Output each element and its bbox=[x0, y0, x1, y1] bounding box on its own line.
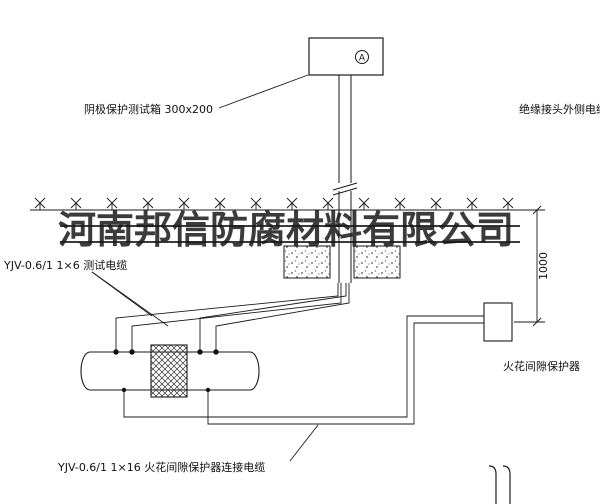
test-cable-line bbox=[215, 283, 350, 352]
protector-cable-line bbox=[123, 315, 484, 418]
label-insulated-joint-cable: 绝缘接头外侧电缆 bbox=[519, 103, 600, 116]
dimension-1000 bbox=[514, 205, 545, 327]
label-spark-gap-protector: 火花间隙保护器 bbox=[503, 360, 580, 373]
leader-test-box bbox=[218, 74, 309, 109]
leader-protector-cable bbox=[289, 424, 319, 462]
ground-symbol bbox=[34, 197, 46, 211]
dimension-tick bbox=[532, 317, 542, 327]
watermark-strike-line bbox=[60, 241, 520, 243]
test-cable-line bbox=[115, 283, 339, 352]
test-cable-line bbox=[199, 283, 347, 352]
insulating-joint bbox=[150, 344, 188, 398]
leader-lines bbox=[91, 74, 319, 462]
leader-test-cable bbox=[91, 271, 169, 327]
label-test-cable: YJV-0.6/1 1×6 测试电缆 bbox=[4, 259, 128, 272]
riser-post bbox=[332, 75, 358, 283]
test-box bbox=[308, 37, 384, 76]
watermark-company-name: 河南邦信防腐材料有限公司 bbox=[58, 207, 515, 252]
pipe-end-cap-left bbox=[80, 351, 91, 391]
test-cable-lines bbox=[115, 283, 350, 352]
protector-cable-line bbox=[207, 322, 484, 425]
ammeter-label: A bbox=[359, 54, 366, 64]
foundation-left bbox=[283, 245, 331, 279]
foundation-right bbox=[353, 245, 401, 279]
ammeter-circle bbox=[355, 50, 369, 64]
spark-gap-protector bbox=[483, 302, 513, 342]
break-mark bbox=[332, 187, 358, 196]
protector-cable-lines bbox=[123, 315, 484, 425]
test-cable-line bbox=[131, 283, 342, 352]
pipe-end-cap-right bbox=[249, 351, 260, 391]
watermark-strike-line bbox=[60, 225, 520, 227]
dimension-tick bbox=[532, 205, 542, 215]
label-protector-connection-cable: YJV-0.6/1 1×16 火花间隙保护器连接电缆 bbox=[58, 461, 266, 474]
break-mark bbox=[332, 182, 358, 191]
label-test-box: 阴极保护测试箱 300x200 bbox=[84, 103, 213, 116]
dimension-text: 1000 bbox=[537, 252, 550, 280]
bottom-right-symbol bbox=[488, 465, 511, 504]
